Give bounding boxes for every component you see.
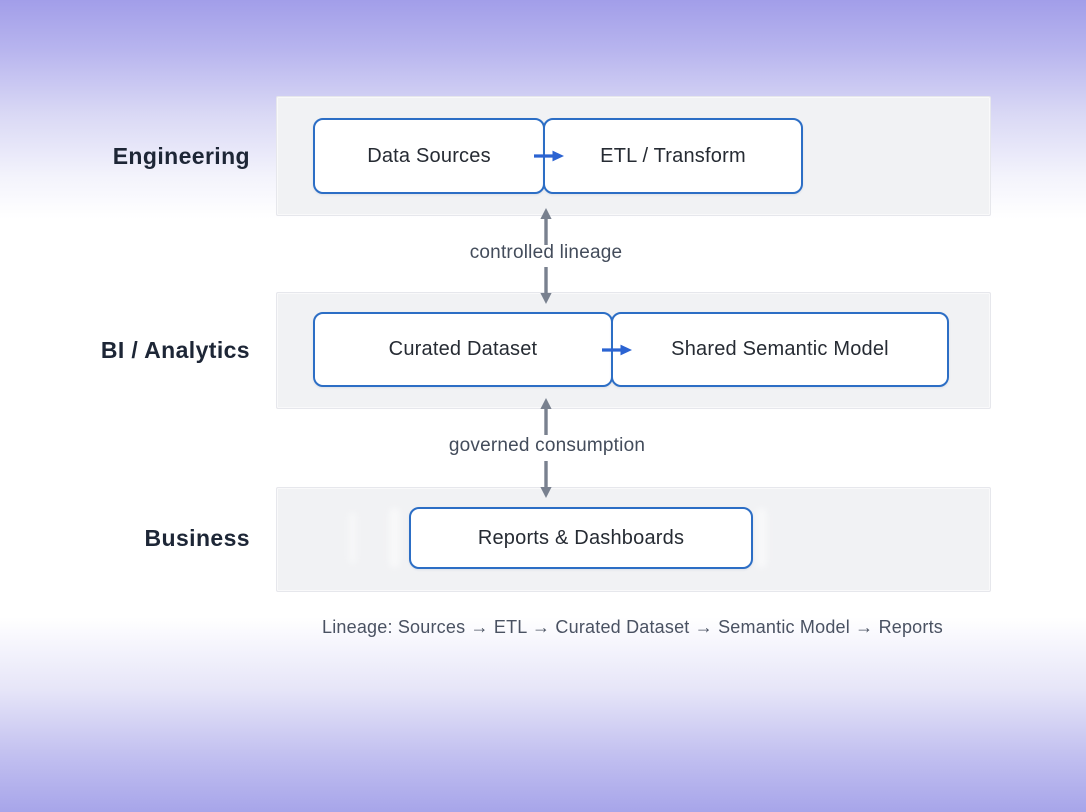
lane-label-bi-analytics: BI / Analytics [100, 337, 250, 363]
node-curated-dataset-label: Curated Dataset [388, 338, 538, 360]
node-curated-dataset: Curated Dataset [313, 312, 613, 387]
node-shared-semantic-model: Shared Semantic Model [611, 312, 949, 387]
node-etl-transform-label: ETL / Transform [600, 144, 746, 167]
connector-label-governed-consumption: governed consumption [448, 435, 646, 456]
glare-artifact [389, 508, 400, 568]
flow-arrow-right-icon [534, 150, 564, 162]
node-data-sources-label: Data Sources [367, 144, 491, 167]
lane-label-engineering: Engineering [112, 143, 250, 169]
node-etl-transform: ETL / Transform [543, 118, 803, 194]
node-reports-dashboards-label: Reports & Dashboards [477, 526, 685, 549]
lineage-caption: Lineage: Sources → ETL → Curated Dataset… [321, 617, 943, 637]
connector-label-controlled-lineage: controlled lineage [469, 242, 623, 263]
flow-arrow-right-icon [602, 344, 632, 356]
consumption-down-arrow-icon [540, 461, 552, 498]
node-reports-dashboards: Reports & Dashboards [409, 507, 753, 569]
node-shared-semantic-model-label: Shared Semantic Model [671, 338, 889, 360]
consumption-up-arrow-icon [540, 398, 552, 435]
glare-artifact [348, 512, 357, 564]
glare-artifact [756, 508, 767, 568]
lineage-down-arrow-icon [540, 267, 552, 304]
node-data-sources: Data Sources [313, 118, 545, 194]
lineage-up-arrow-icon [540, 208, 552, 245]
lane-label-business: Business [144, 525, 250, 551]
